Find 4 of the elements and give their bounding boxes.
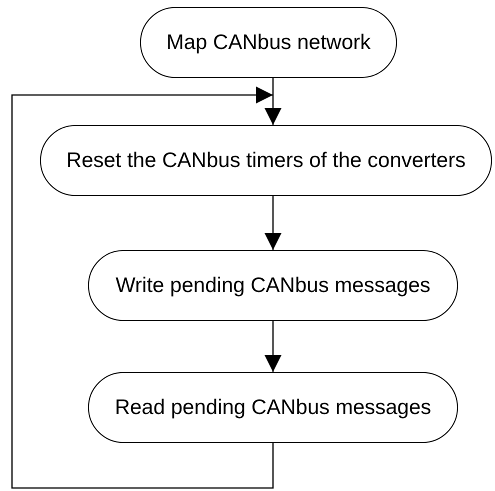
step-label: Read pending CANbus messages bbox=[114, 396, 432, 420]
step-label: Reset the CANbus timers of the converters bbox=[66, 148, 466, 172]
step-label: Map CANbus network bbox=[166, 30, 371, 54]
step-label: Write pending CANbus messages bbox=[116, 274, 430, 298]
